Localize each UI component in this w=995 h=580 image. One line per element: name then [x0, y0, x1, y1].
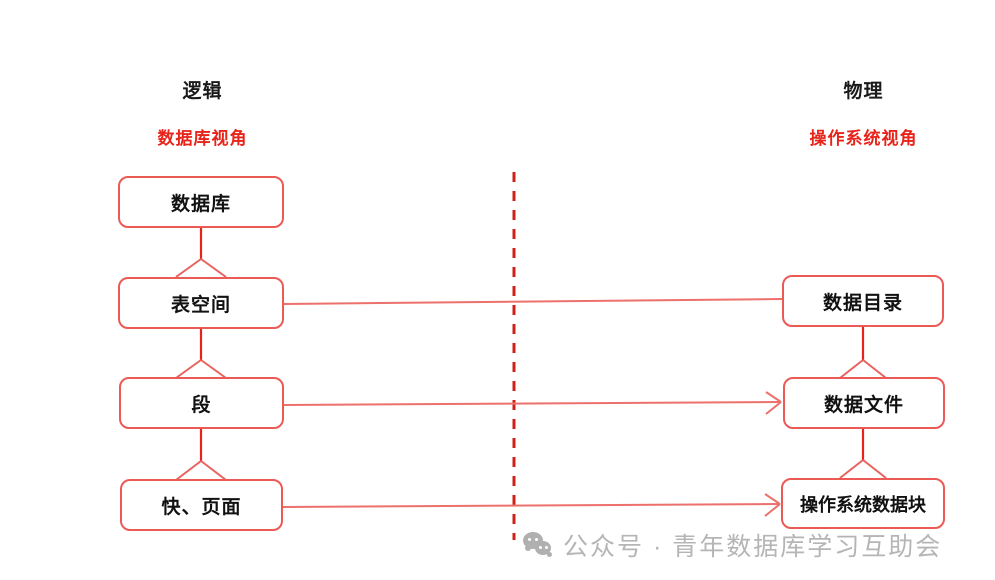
node-data-file[interactable]: 数据文件	[783, 377, 945, 429]
arrowhead-left-icon	[764, 493, 781, 517]
mapping-tablespace-datadirectory	[283, 298, 783, 305]
arrowhead-left-icon	[765, 391, 782, 415]
node-data-directory[interactable]: 数据目录	[782, 275, 944, 327]
node-tablespace[interactable]: 表空间	[118, 277, 284, 329]
wechat-icon	[523, 532, 553, 558]
mapping-segment-datafile	[283, 391, 782, 415]
connector-datafile-to-osblock	[839, 428, 887, 479]
left-column-subtitle: 数据库视角	[157, 129, 248, 148]
node-os-data-block[interactable]: 操作系统数据块	[781, 478, 945, 529]
right-column-title: 物理	[843, 81, 884, 102]
connector-datadir-to-datafile	[839, 327, 887, 379]
node-database[interactable]: 数据库	[118, 176, 284, 228]
node-segment[interactable]: 段	[119, 377, 284, 429]
node-block-page[interactable]: 快、页面	[120, 479, 283, 531]
connector-database-to-tablespace	[175, 228, 227, 278]
watermark: 公众号 · 青年数据库学习互助会	[523, 527, 942, 563]
connector-segment-to-block	[175, 428, 227, 481]
right-column-subtitle: 操作系统视角	[809, 129, 918, 148]
watermark-text: 公众号 · 青年数据库学习互助会	[563, 533, 943, 561]
mapping-block-osblock	[282, 493, 781, 517]
connector-tablespace-to-segment	[175, 329, 227, 379]
left-column-title: 逻辑	[182, 81, 223, 102]
